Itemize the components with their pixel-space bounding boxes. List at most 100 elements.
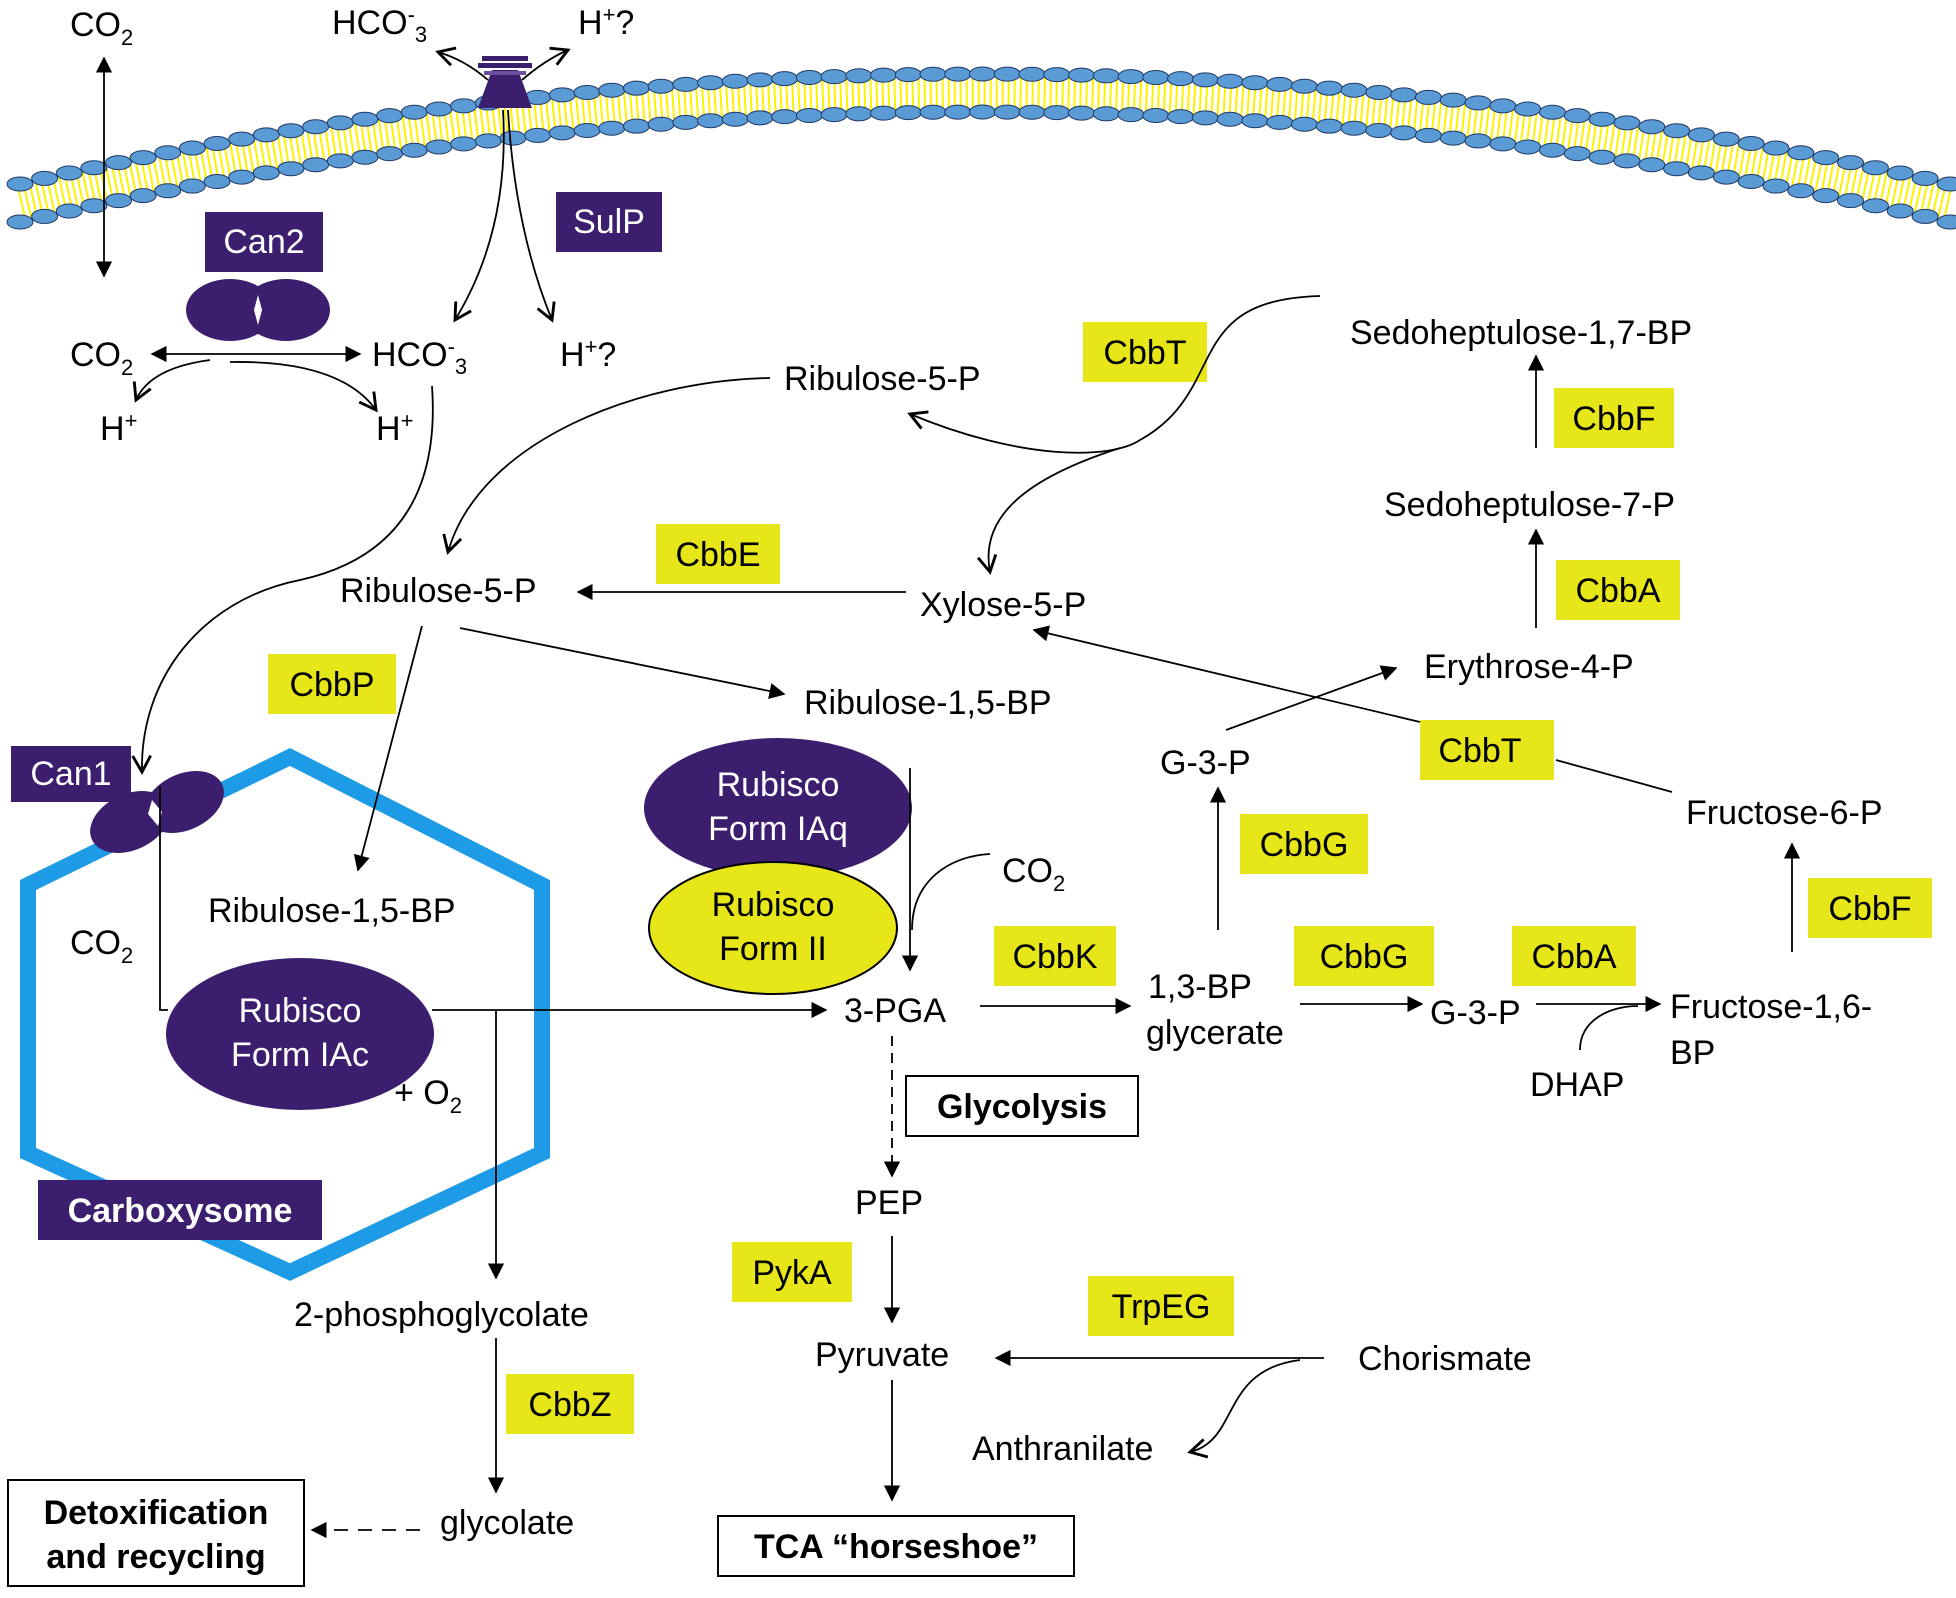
cbba-lower-box (1512, 926, 1636, 986)
ribulose-5-p-mid: Ribulose-5-P (340, 572, 537, 610)
h-left-label: H+ (100, 408, 137, 448)
lipid-head (1167, 71, 1195, 87)
cbbg-lower: CbbG (1320, 938, 1409, 976)
lipid-head (1439, 130, 1467, 146)
lipid-head (129, 150, 157, 166)
lipid-head (672, 114, 700, 130)
rubisco-ii-line1: Rubisco (712, 886, 835, 924)
lipid-head (1663, 161, 1691, 177)
lipid-head (1737, 174, 1765, 190)
lipid-head (80, 160, 108, 176)
lipid-head (969, 104, 996, 120)
can1-enzyme-icon (90, 771, 224, 853)
lipid-head (1216, 73, 1244, 89)
lipid-head (178, 140, 206, 156)
carboxysome-shell (20, 748, 550, 1281)
g-3-p-lower: G-3-P (1430, 994, 1521, 1032)
lipid-head (820, 69, 848, 85)
sulp-label-box (556, 192, 662, 252)
lipid-head (1290, 116, 1318, 132)
lipid-head (697, 75, 725, 91)
erythrose-4-p: Erythrose-4-P (1424, 648, 1634, 686)
rubisco-form-iac (166, 958, 434, 1110)
lipid-head (1315, 118, 1343, 134)
lipid-head (1687, 127, 1715, 143)
cbbz-box (506, 1374, 634, 1434)
chorismate: Chorismate (1358, 1340, 1532, 1378)
lipid-head (1812, 188, 1840, 204)
ribulose-15-bp-outside: Ribulose-1,5-BP (804, 684, 1052, 722)
lipid-head (104, 193, 132, 209)
lipid-head (746, 72, 774, 88)
lipid-head (622, 80, 650, 96)
lipid-head (31, 170, 59, 186)
lipid-head (771, 109, 799, 125)
lipid-head (1514, 139, 1542, 155)
lipid-head (1787, 145, 1815, 161)
lipid-head (1837, 155, 1865, 171)
lipid-head (450, 136, 478, 152)
cbbe-box (656, 524, 780, 584)
lipid-head (351, 111, 379, 127)
lipid-head (1812, 150, 1840, 166)
lipid-head (845, 106, 873, 122)
lipid-head (1563, 146, 1591, 162)
lipid-head (1117, 107, 1145, 123)
lipid-head (1191, 72, 1219, 88)
lipid-head (944, 104, 972, 120)
lipid-head (80, 198, 108, 214)
ribulose-5-p-top: Ribulose-5-P (784, 360, 981, 398)
cbbe: CbbE (675, 536, 760, 574)
cbbt-mid: CbbT (1438, 732, 1521, 770)
lipid-head (376, 108, 404, 124)
detox-line2: and recycling (46, 1538, 265, 1576)
lipid-head (450, 98, 478, 114)
lipid-head (1638, 119, 1666, 135)
can2-reaction-arrows (131, 345, 434, 775)
lipid-head (598, 82, 626, 98)
lipid-head (1886, 165, 1914, 181)
lipid-head (252, 165, 280, 181)
fructose-6-p: Fructose-6-P (1686, 794, 1883, 832)
lipid-head (1911, 208, 1939, 224)
lipid-head (919, 104, 947, 120)
cbbg-upper-box (1240, 814, 1368, 874)
cbbf-right: CbbF (1828, 890, 1911, 928)
lipid-head (1687, 165, 1715, 181)
cbba-lower: CbbA (1531, 938, 1616, 976)
co2-rubisco-label: CO2 (1002, 852, 1065, 896)
pyka-box (732, 1242, 852, 1302)
sedoheptulose-7-p: Sedoheptulose-7-P (1384, 486, 1675, 524)
lipid-head (154, 183, 182, 199)
lipid-head (1340, 82, 1368, 98)
rubisco-iac-line1: Rubisco (239, 992, 362, 1030)
lipid-head (1762, 140, 1790, 156)
lipid-head (1216, 111, 1244, 127)
anthranilate: Anthranilate (972, 1430, 1153, 1468)
lipid-head (1068, 105, 1096, 121)
cbbf-right-box (1808, 878, 1932, 938)
sulp-transporter (478, 56, 532, 108)
lipid-head (1787, 183, 1815, 199)
lipid-head (1588, 111, 1616, 127)
lipid-head (1464, 133, 1492, 149)
h-outside-label: H+? (578, 2, 634, 42)
lipid-head (1414, 127, 1442, 143)
glycolysis-box (905, 1075, 1139, 1137)
lipid-head (203, 174, 231, 190)
lipid-head (1266, 76, 1294, 92)
13-bp-glycerate-line1: 1,3-BP (1148, 968, 1252, 1006)
lipid-head (252, 127, 280, 143)
lipid-head (1142, 70, 1170, 86)
lipid-head (1390, 125, 1418, 141)
cbbt-mid-box (1420, 720, 1554, 780)
lipid-head (573, 123, 601, 139)
pyka: PykA (752, 1254, 832, 1292)
lipid-head (820, 107, 848, 123)
enzyme-boxes: CbbT CbbF CbbE CbbA CbbP CbbT CbbG CbbF … (268, 322, 1932, 1434)
lipid-head (1117, 69, 1145, 85)
lipid-head (969, 66, 996, 82)
lipid-head (1092, 68, 1120, 84)
lipid-head (474, 133, 502, 149)
